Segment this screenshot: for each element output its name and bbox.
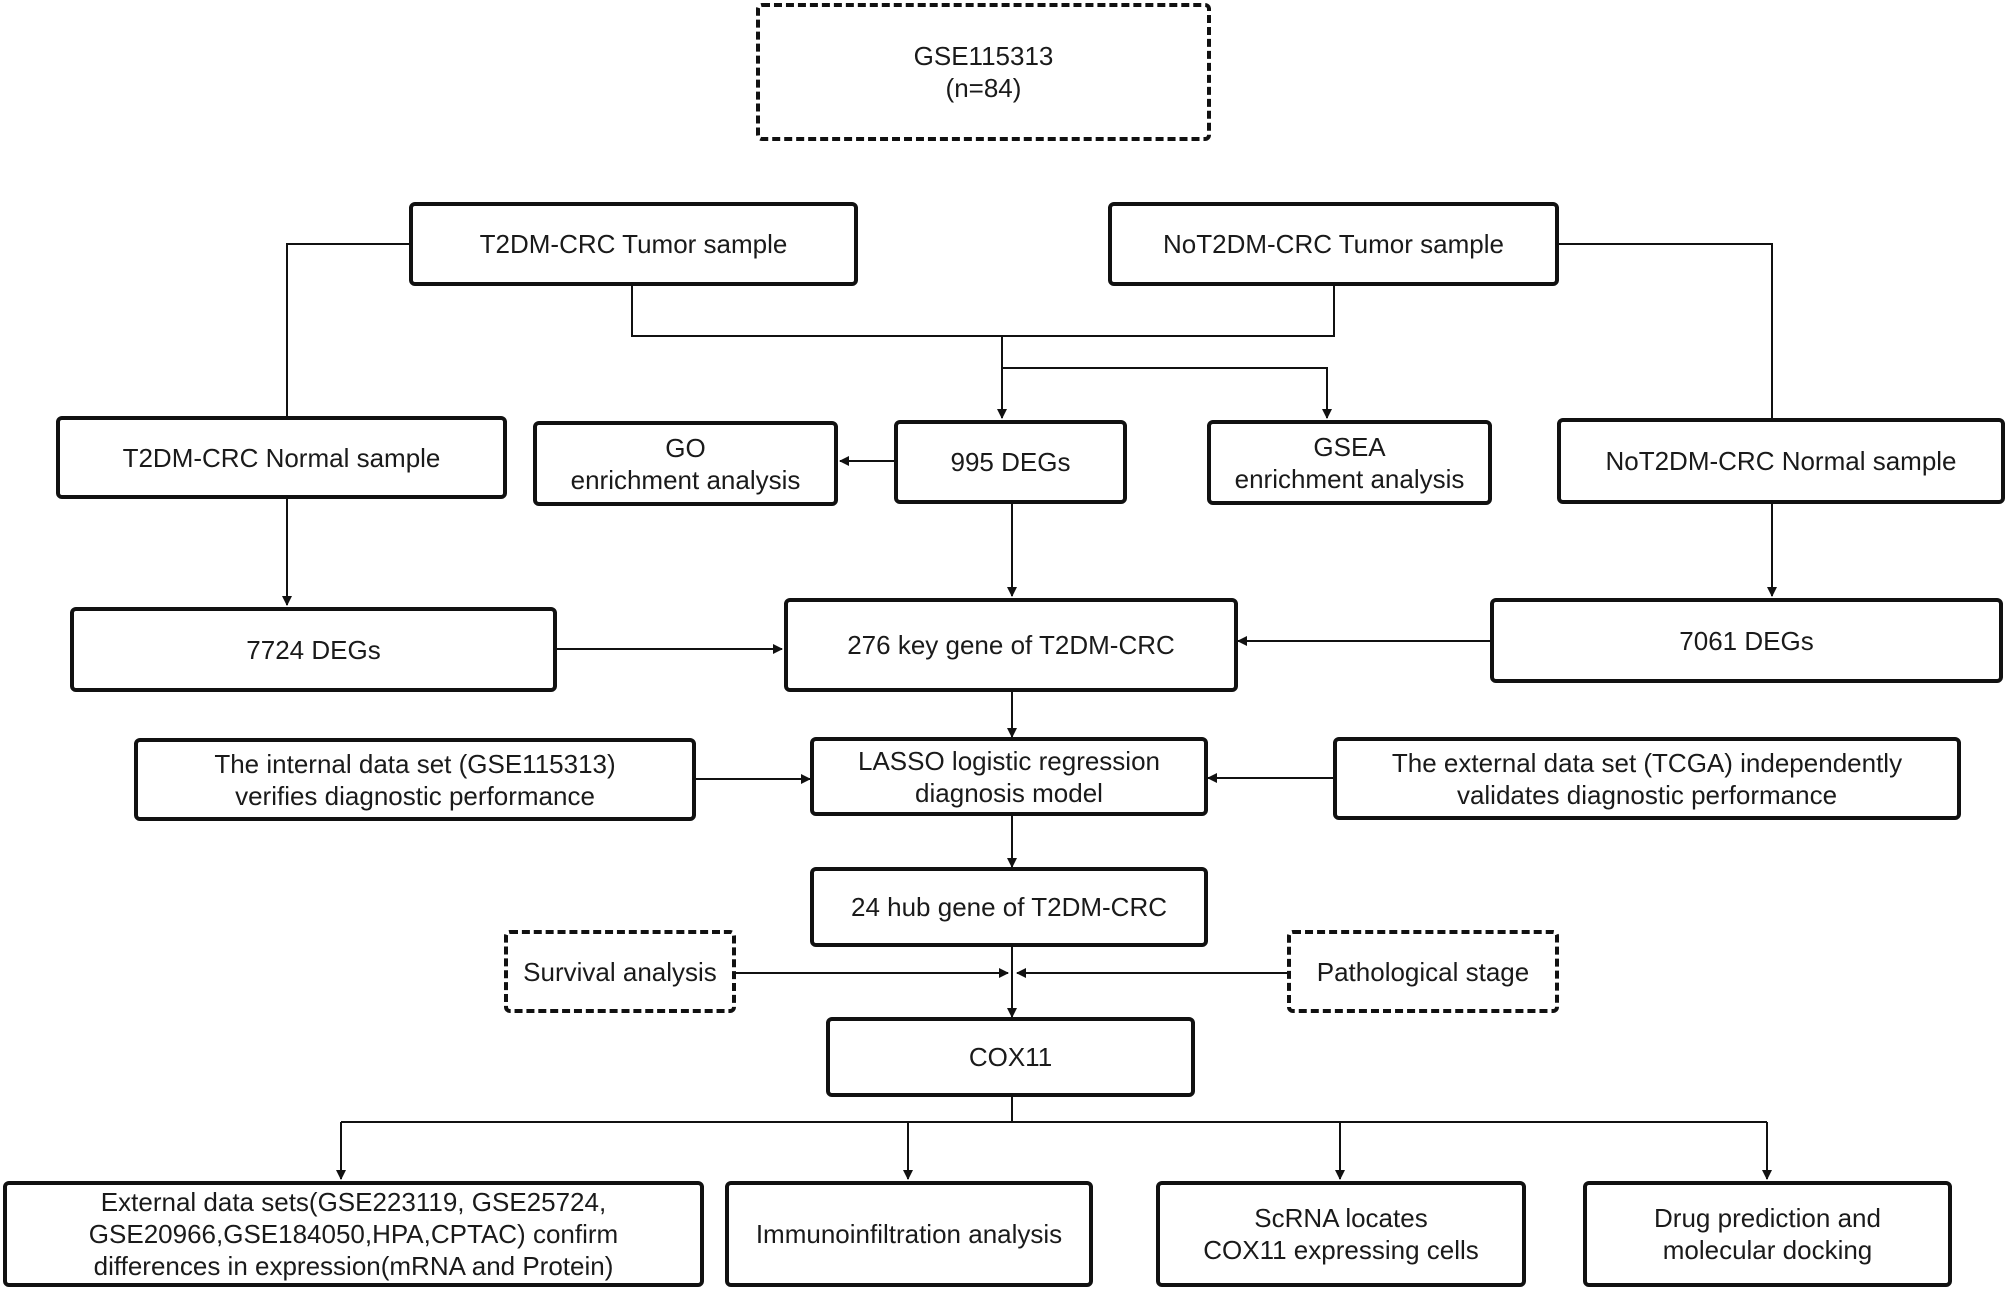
node-text-line: Pathological stage (1316, 956, 1530, 987)
node-text-line: GSE20966,GSE184050,HPA,CPTAC) confirm (88, 1219, 619, 1249)
node-text-line: The internal data set (GSE115313) (214, 748, 616, 779)
node-text-line: differences in expression(mRNA and Prote… (93, 1251, 614, 1281)
24-hub-gene-node: 24 hub gene of T2DM-CRC (810, 867, 1208, 947)
node-text-line: verifies diagnostic performance (235, 780, 595, 811)
node-text-line: 7061 DEGs (1679, 625, 1814, 656)
external-datasets-confirm-node: External data sets(GSE223119, GSE25724,G… (3, 1181, 704, 1287)
node-text-line: ScRNA locates (1254, 1203, 1428, 1233)
node-text-line: T2DM-CRC Normal sample (122, 442, 441, 473)
pathological-stage-node: Pathological stage (1287, 930, 1559, 1013)
node-text-line: 995 DEGs (950, 447, 1071, 477)
node-text-line: COX11 (968, 1042, 1053, 1072)
node-text-line: GO (665, 432, 706, 463)
7061-degs-node: 7061 DEGs (1490, 598, 2003, 683)
immunoinfiltration-node: Immunoinfiltration analysis (725, 1181, 1093, 1287)
node-text-line: (n=84) (945, 73, 1022, 103)
node-text-line: Immunoinfiltration analysis (755, 1219, 1063, 1249)
node-text-line: NoT2DM-CRC Normal sample (1605, 446, 1957, 476)
t2dm-tumor-sample-node: T2DM-CRC Tumor sample (409, 202, 858, 286)
276-key-gene-node: 276 key gene of T2DM-CRC (784, 598, 1238, 692)
node-text-line: The external data set (TCGA) independent… (1391, 747, 1903, 778)
995-degs-node: 995 DEGs (894, 420, 1127, 504)
node-text-line: validates diagnostic performance (1456, 779, 1838, 810)
gse-dataset-node: GSE115313(n=84) (756, 3, 1211, 141)
not2dm-tumor-sample-node: NoT2DM-CRC Tumor sample (1108, 202, 1559, 286)
node-text-line: enrichment analysis (1234, 463, 1465, 494)
t2dm-normal-sample-node: T2DM-CRC Normal sample (56, 416, 507, 499)
external-dataset-node: The external data set (TCGA) independent… (1333, 737, 1961, 820)
node-text-line: molecular docking (1662, 1235, 1873, 1265)
not2dm-tumor-to-normal-connector (1557, 243, 1773, 418)
merge-to-gsea-arrow (1002, 367, 1332, 419)
node-text-line: GSEA (1313, 431, 1386, 462)
node-text-line: LASSO logistic regression (857, 745, 1161, 776)
node-text-line: 7724 DEGs (246, 634, 381, 665)
7724-degs-node: 7724 DEGs (70, 607, 557, 692)
not2dm-normal-sample-node: NoT2DM-CRC Normal sample (1557, 418, 2005, 504)
node-text-line: Drug prediction and (1654, 1203, 1881, 1233)
internal-dataset-node: The internal data set (GSE115313)verifie… (134, 738, 696, 821)
cox11-node: COX11 (826, 1017, 1195, 1097)
node-text-line: External data sets(GSE223119, GSE25724, (100, 1187, 607, 1217)
t2dm-tumor-merge-line (631, 286, 1335, 337)
t2dm-tumor-to-normal-connector (286, 243, 411, 416)
node-text-line: enrichment analysis (570, 464, 801, 495)
node-text-line: 24 hub gene of T2DM-CRC (850, 892, 1167, 922)
node-text-line: diagnosis model (915, 777, 1103, 808)
node-text-line: 276 key gene of T2DM-CRC (847, 630, 1175, 660)
node-text-line: GSE115313 (913, 41, 1054, 71)
node-text-line: NoT2DM-CRC Tumor sample (1163, 229, 1504, 259)
node-text-line: Survival analysis (523, 956, 717, 987)
node-text-line: T2DM-CRC Tumor sample (479, 229, 788, 259)
survival-analysis-node: Survival analysis (504, 930, 736, 1013)
node-text-line: COX11 expressing cells (1203, 1235, 1479, 1265)
